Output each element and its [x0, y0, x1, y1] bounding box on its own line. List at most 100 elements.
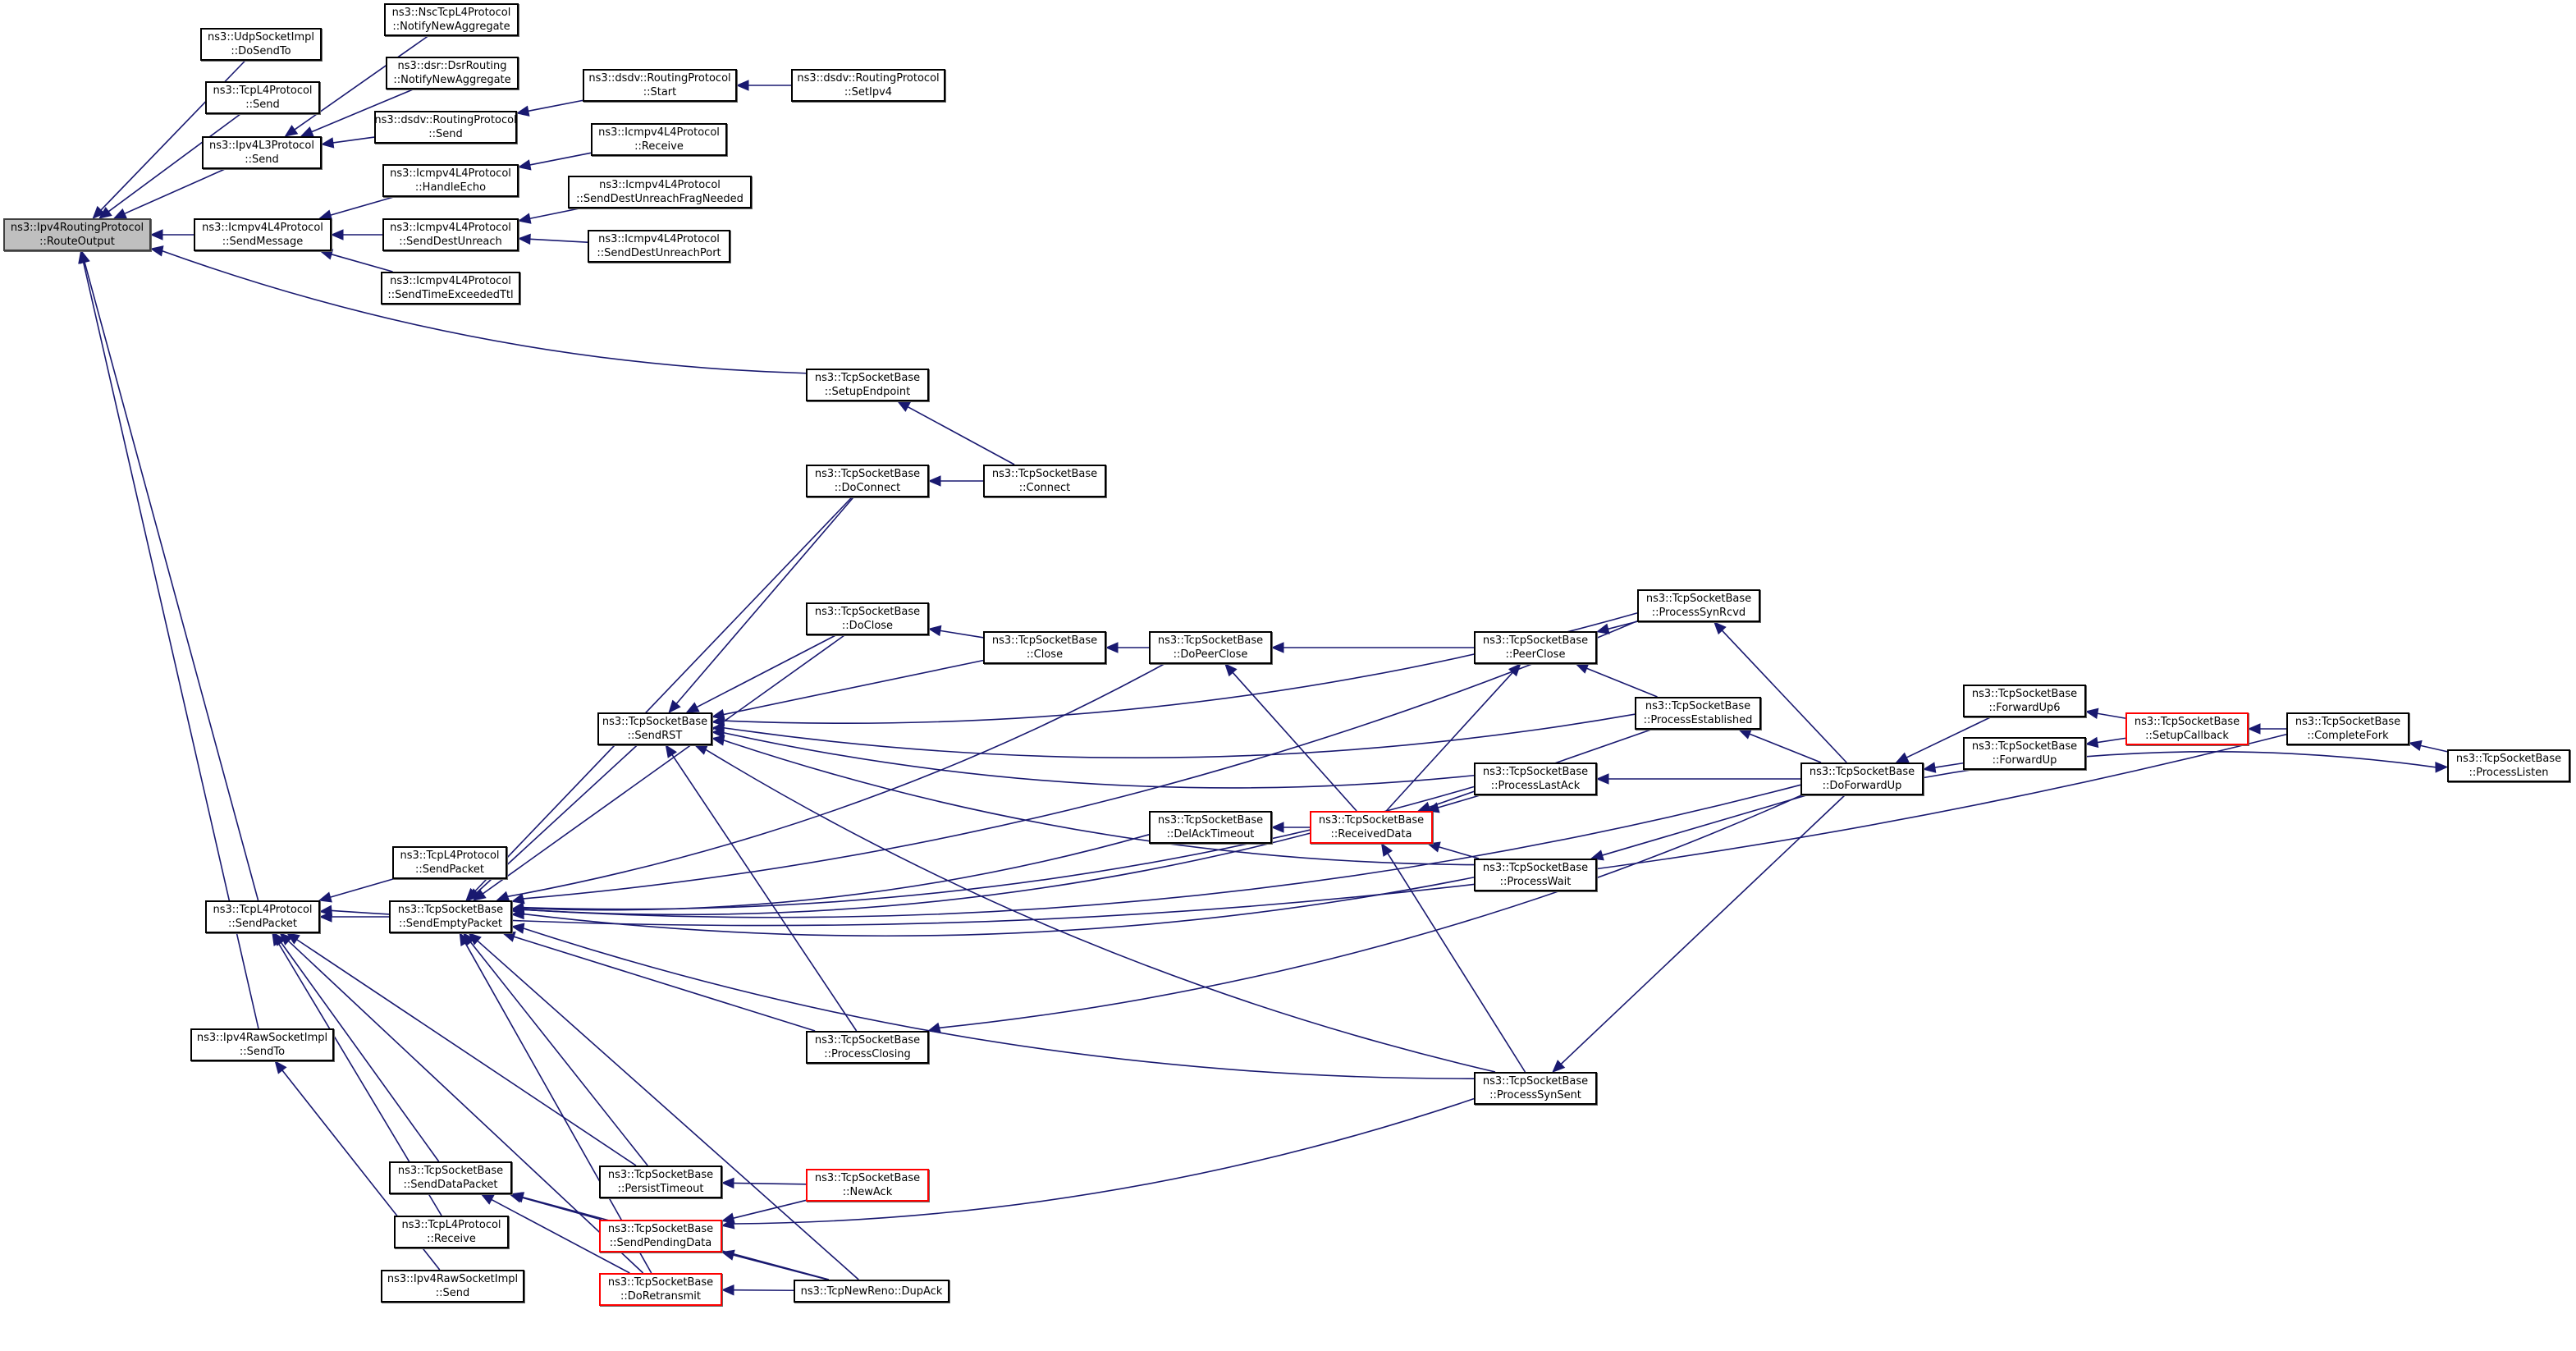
arrowhead-icon: [510, 1192, 525, 1203]
node-tcpsocketbase-processwait[interactable]: ns3::TcpSocketBase::ProcessWait: [1474, 859, 1597, 891]
node-method-label: ::SendDestUnreachPort: [597, 247, 721, 259]
call-edge: [332, 136, 375, 144]
arrowhead-icon: [2435, 762, 2449, 773]
arrowhead-icon: [711, 727, 725, 739]
node-class-label: ns3::Icmpv4L4Protocol: [202, 222, 323, 234]
node-ipv4rawsocketimpl-send[interactable]: ns3::Ipv4RawSocketImpl::Send: [381, 1270, 524, 1303]
node-class-label: ns3::TcpSocketBase: [2295, 716, 2401, 728]
node-ipv4rawsocketimpl-sendto[interactable]: ns3::Ipv4RawSocketImpl::SendTo: [190, 1028, 334, 1061]
node-class-label: ns3::TcpSocketBase: [2455, 753, 2562, 765]
node-tcpsocketbase-processlastack[interactable]: ns3::TcpSocketBase::ProcessLastAck: [1474, 763, 1597, 795]
node-dsdv-routingprotocol-start[interactable]: ns3::dsdv::RoutingProtocol::Start: [583, 69, 737, 102]
node-icmpv4l4protocol-handleecho[interactable]: ns3::Icmpv4L4Protocol::HandleEcho: [382, 164, 519, 197]
node-method-label: ::SendTo: [239, 1046, 286, 1058]
node-tcpsocketbase-doclose[interactable]: ns3::TcpSocketBase::DoClose: [806, 602, 929, 635]
arrowhead-icon: [318, 891, 332, 903]
arrowhead-icon: [685, 702, 700, 713]
call-edge: [477, 940, 859, 1280]
node-tcpsocketbase-forwardup6[interactable]: ns3::TcpSocketBase::ForwardUp6: [1963, 685, 2086, 717]
node-tcpsocketbase-setupcallback[interactable]: ns3::TcpSocketBase::SetupCallback: [2125, 712, 2249, 745]
node-tcpl4protocol-sendpacket[interactable]: ns3::TcpL4Protocol::SendPacket: [392, 846, 507, 879]
node-tcpsocketbase-senddatapacket[interactable]: ns3::TcpSocketBase::SendDataPacket: [389, 1161, 512, 1194]
node-nsctcpl4protocol-notifynewaggregate[interactable]: ns3::NscTcpL4Protocol::NotifyNewAggregat…: [384, 3, 519, 36]
node-class-label: ns3::Ipv4RoutingProtocol: [10, 222, 144, 234]
node-tcpsocketbase-doforwardup[interactable]: ns3::TcpSocketBase::DoForwardUp: [1800, 763, 1924, 795]
node-class-label: ns3::TcpSocketBase: [1971, 740, 2078, 753]
arrowhead-icon: [927, 475, 941, 487]
node-tcpsocketbase-delacktimeout[interactable]: ns3::TcpSocketBase::DelAckTimeout: [1149, 811, 1272, 844]
node-class-label: ns3::TcpSocketBase: [1482, 634, 1589, 647]
node-ipv4l3protocol-send[interactable]: ns3::Ipv4L3Protocol::Send: [202, 136, 322, 169]
node-class-label: ns3::TcpSocketBase: [602, 716, 708, 728]
call-edge: [162, 250, 807, 374]
node-method-label: ::DoPeerClose: [1173, 648, 1248, 661]
call-edge: [523, 927, 1475, 1079]
node-tcpsocketbase-processestablished[interactable]: ns3::TcpSocketBase::ProcessEstablished: [1635, 697, 1761, 730]
call-edge: [1560, 795, 1846, 1065]
node-tcpsocketbase-sendrst[interactable]: ns3::TcpSocketBase::SendRST: [597, 712, 712, 745]
node-dsdv-routingprotocol-setipv4[interactable]: ns3::dsdv::RoutingProtocol::SetIpv4: [791, 69, 945, 102]
node-method-label: ::SendPendingData: [609, 1237, 712, 1249]
node-icmpv4l4protocol-senddestunreachfragneeded[interactable]: ns3::Icmpv4L4Protocol::SendDestUnreachFr…: [568, 176, 752, 208]
node-class-label: ns3::Icmpv4L4Protocol: [390, 275, 511, 287]
node-udpsocketimpl-dosendto[interactable]: ns3::UdpSocketImpl::DoSendTo: [200, 28, 322, 61]
node-tcpsocketbase-dopeerclose[interactable]: ns3::TcpSocketBase::DoPeerClose: [1149, 631, 1272, 664]
node-tcpsocketbase-close[interactable]: ns3::TcpSocketBase::Close: [983, 631, 1106, 664]
node-tcpsocketbase-processlisten[interactable]: ns3::TcpSocketBase::ProcessListen: [2447, 749, 2570, 782]
node-icmpv4l4protocol-sendtimeexceededttl[interactable]: ns3::Icmpv4L4Protocol::SendTimeExceededT…: [381, 272, 520, 305]
node-method-label: ::PersistTimeout: [617, 1183, 704, 1195]
call-edge: [939, 795, 1802, 1029]
arrowhead-icon: [711, 735, 725, 746]
call-edge: [907, 405, 1015, 465]
node-tcpsocketbase-persisttimeout[interactable]: ns3::TcpSocketBase::PersistTimeout: [599, 1166, 722, 1198]
node-icmpv4l4protocol-receive[interactable]: ns3::Icmpv4L4Protocol::Receive: [591, 123, 727, 156]
node-tcpsocketbase-completefork[interactable]: ns3::TcpSocketBase::CompleteFork: [2286, 712, 2409, 745]
node-tcpl4protocol-sendpacket[interactable]: ns3::TcpL4Protocol::SendPacket: [205, 900, 320, 933]
arrowhead-icon: [1895, 752, 1910, 763]
call-edge: [529, 238, 588, 244]
node-class-label: ns3::TcpSocketBase: [1157, 634, 1264, 647]
node-method-label: ::Send: [428, 128, 463, 140]
node-tcpsocketbase-doconnect[interactable]: ns3::TcpSocketBase::DoConnect: [806, 465, 929, 497]
call-edge: [1232, 671, 1357, 812]
node-tcpsocketbase-sendemptypacket[interactable]: ns3::TcpSocketBase::SendEmptyPacket: [389, 900, 512, 933]
node-tcpsocketbase-receiveddata[interactable]: ns3::TcpSocketBase::ReceivedData: [1310, 811, 1433, 844]
node-class-label: ns3::TcpSocketBase: [1157, 814, 1264, 827]
node-method-label: ::RouteOutput: [39, 236, 115, 248]
node-class-label: ns3::TcpL4Protocol: [213, 85, 313, 97]
node-tcpnewreno-dupack[interactable]: ns3::TcpNewReno::DupAck: [794, 1280, 949, 1303]
node-icmpv4l4protocol-sendmessage[interactable]: ns3::Icmpv4L4Protocol::SendMessage: [194, 218, 332, 251]
node-method-label: ::Receive: [427, 1233, 476, 1245]
arrowhead-icon: [517, 213, 532, 224]
node-tcpsocketbase-newack[interactable]: ns3::TcpSocketBase::NewAck: [806, 1169, 929, 1202]
node-method-label: ::ForwardUp: [1992, 754, 2057, 767]
node-class-label: ns3::Icmpv4L4Protocol: [390, 222, 511, 234]
node-tcpsocketbase-sendpendingdata[interactable]: ns3::TcpSocketBase::SendPendingData: [599, 1220, 722, 1253]
arrowhead-icon: [510, 904, 525, 915]
node-method-label: ::DoRetransmit: [620, 1290, 701, 1303]
node-dsr-dsrrouting-notifynewaggregate[interactable]: ns3::dsr::DsrRouting::NotifyNewAggregate: [386, 57, 519, 89]
node-tcpl4protocol-send[interactable]: ns3::TcpL4Protocol::Send: [205, 81, 320, 114]
node-icmpv4l4protocol-senddestunreachport[interactable]: ns3::Icmpv4L4Protocol::SendDestUnreachPo…: [588, 230, 730, 263]
node-method-label: ::DoConnect: [834, 482, 901, 494]
node-tcpl4protocol-receive[interactable]: ns3::TcpL4Protocol::Receive: [394, 1216, 509, 1248]
node-method-label: ::SendPacket: [227, 918, 298, 930]
node-tcpsocketbase-setupendpoint[interactable]: ns3::TcpSocketBase::SetupEndpoint: [806, 369, 929, 401]
call-edge: [2097, 737, 2126, 744]
node-class-label: ns3::TcpSocketBase: [607, 1276, 714, 1289]
node-tcpsocketbase-processsynrcvd[interactable]: ns3::TcpSocketBase::ProcessSynRcvd: [1637, 589, 1760, 622]
arrowhead-icon: [1270, 642, 1284, 653]
node-tcpsocketbase-peerclose[interactable]: ns3::TcpSocketBase::PeerClose: [1474, 631, 1597, 664]
node-tcpsocketbase-connect[interactable]: ns3::TcpSocketBase::Connect: [983, 465, 1106, 497]
call-edge: [84, 262, 259, 901]
call-edge: [523, 877, 1475, 937]
node-tcpsocketbase-doretransmit[interactable]: ns3::TcpSocketBase::DoRetransmit: [599, 1273, 722, 1306]
arrowhead-icon: [465, 887, 479, 901]
call-edge: [733, 1289, 794, 1292]
node-tcpsocketbase-forwardup[interactable]: ns3::TcpSocketBase::ForwardUp: [1963, 737, 2086, 770]
node-method-label: ::DelAckTimeout: [1166, 828, 1255, 840]
node-icmpv4l4protocol-senddestunreach[interactable]: ns3::Icmpv4L4Protocol::SendDestUnreach: [382, 218, 519, 251]
node-tcpsocketbase-processclosing[interactable]: ns3::TcpSocketBase::ProcessClosing: [806, 1031, 929, 1064]
node-tcpsocketbase-processsynsent[interactable]: ns3::TcpSocketBase::ProcessSynSent: [1474, 1072, 1597, 1105]
node-dsdv-routingprotocol-send[interactable]: ns3::dsdv::RoutingProtocol::Send: [374, 111, 517, 144]
